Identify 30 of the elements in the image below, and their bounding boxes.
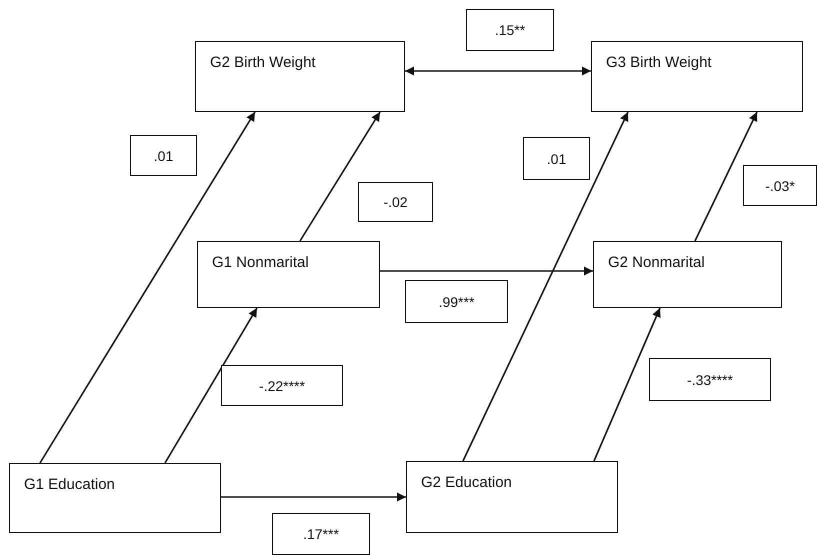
variable-name: G1 Education bbox=[24, 476, 115, 493]
variable-name: G2 Nonmarital bbox=[608, 254, 705, 271]
coefficient-label: .15** bbox=[466, 9, 554, 51]
arrow bbox=[405, 66, 591, 76]
arrow bbox=[380, 266, 593, 276]
coefficient-label: -.22**** bbox=[221, 365, 343, 406]
arrow bbox=[593, 308, 661, 462]
variable-box bbox=[9, 463, 221, 533]
coefficient-label: .01 bbox=[523, 137, 590, 180]
arrow bbox=[39, 112, 256, 464]
variable-name: G2 Education bbox=[421, 474, 512, 491]
coefficient-label: -.03* bbox=[743, 165, 817, 206]
arrow bbox=[694, 112, 758, 242]
coefficient-label: -.02 bbox=[358, 182, 433, 222]
arrow bbox=[299, 112, 381, 242]
coefficient-label: .17*** bbox=[272, 513, 370, 555]
coefficient-label: .01 bbox=[130, 135, 197, 176]
variable-box bbox=[593, 241, 782, 308]
coefficient-label: -.33**** bbox=[649, 358, 771, 401]
arrow bbox=[462, 112, 629, 462]
variable-name: G3 Birth Weight bbox=[606, 54, 712, 71]
arrow bbox=[221, 492, 406, 502]
variable-box bbox=[406, 461, 618, 533]
coefficient-label: .99*** bbox=[405, 280, 508, 323]
variable-box bbox=[197, 241, 380, 308]
variable-name: G1 Nonmarital bbox=[212, 254, 309, 271]
variable-box bbox=[591, 41, 803, 112]
variable-name: G2 Birth Weight bbox=[210, 54, 316, 71]
arrow bbox=[164, 308, 258, 464]
variable-box bbox=[195, 41, 405, 112]
